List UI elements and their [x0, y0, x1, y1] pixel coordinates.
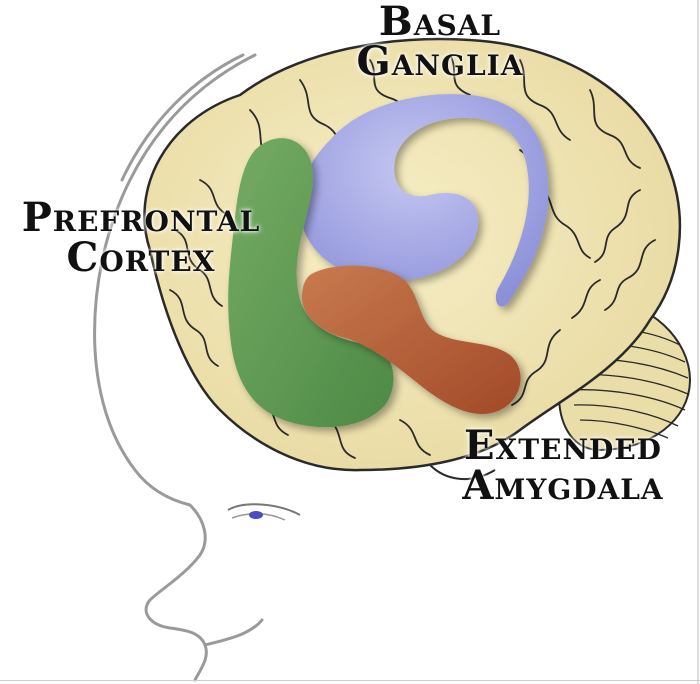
label-extended-amygdala: Extended Amygdala: [448, 426, 678, 506]
label-prefrontal-cortex-line1: Prefrontal: [21, 194, 261, 241]
label-prefrontal-cortex-line2: Cortex: [66, 234, 216, 281]
basal-ganglia-region: [299, 94, 549, 307]
prefrontal-cortex-region: [228, 138, 394, 428]
label-extended-amygdala-line1: Extended: [464, 422, 662, 469]
extended-amygdala-region: [302, 265, 521, 414]
label-basal-ganglia: Basal Ganglia: [340, 2, 540, 82]
label-prefrontal-cortex: Prefrontal Cortex: [6, 198, 276, 278]
bottom-divider: [0, 680, 700, 681]
eye: [227, 503, 301, 521]
label-basal-ganglia-line1: Basal: [378, 0, 502, 45]
face-outline: [93, 53, 264, 682]
label-basal-ganglia-line2: Ganglia: [356, 38, 524, 85]
label-extended-amygdala-line2: Amygdala: [462, 462, 664, 509]
